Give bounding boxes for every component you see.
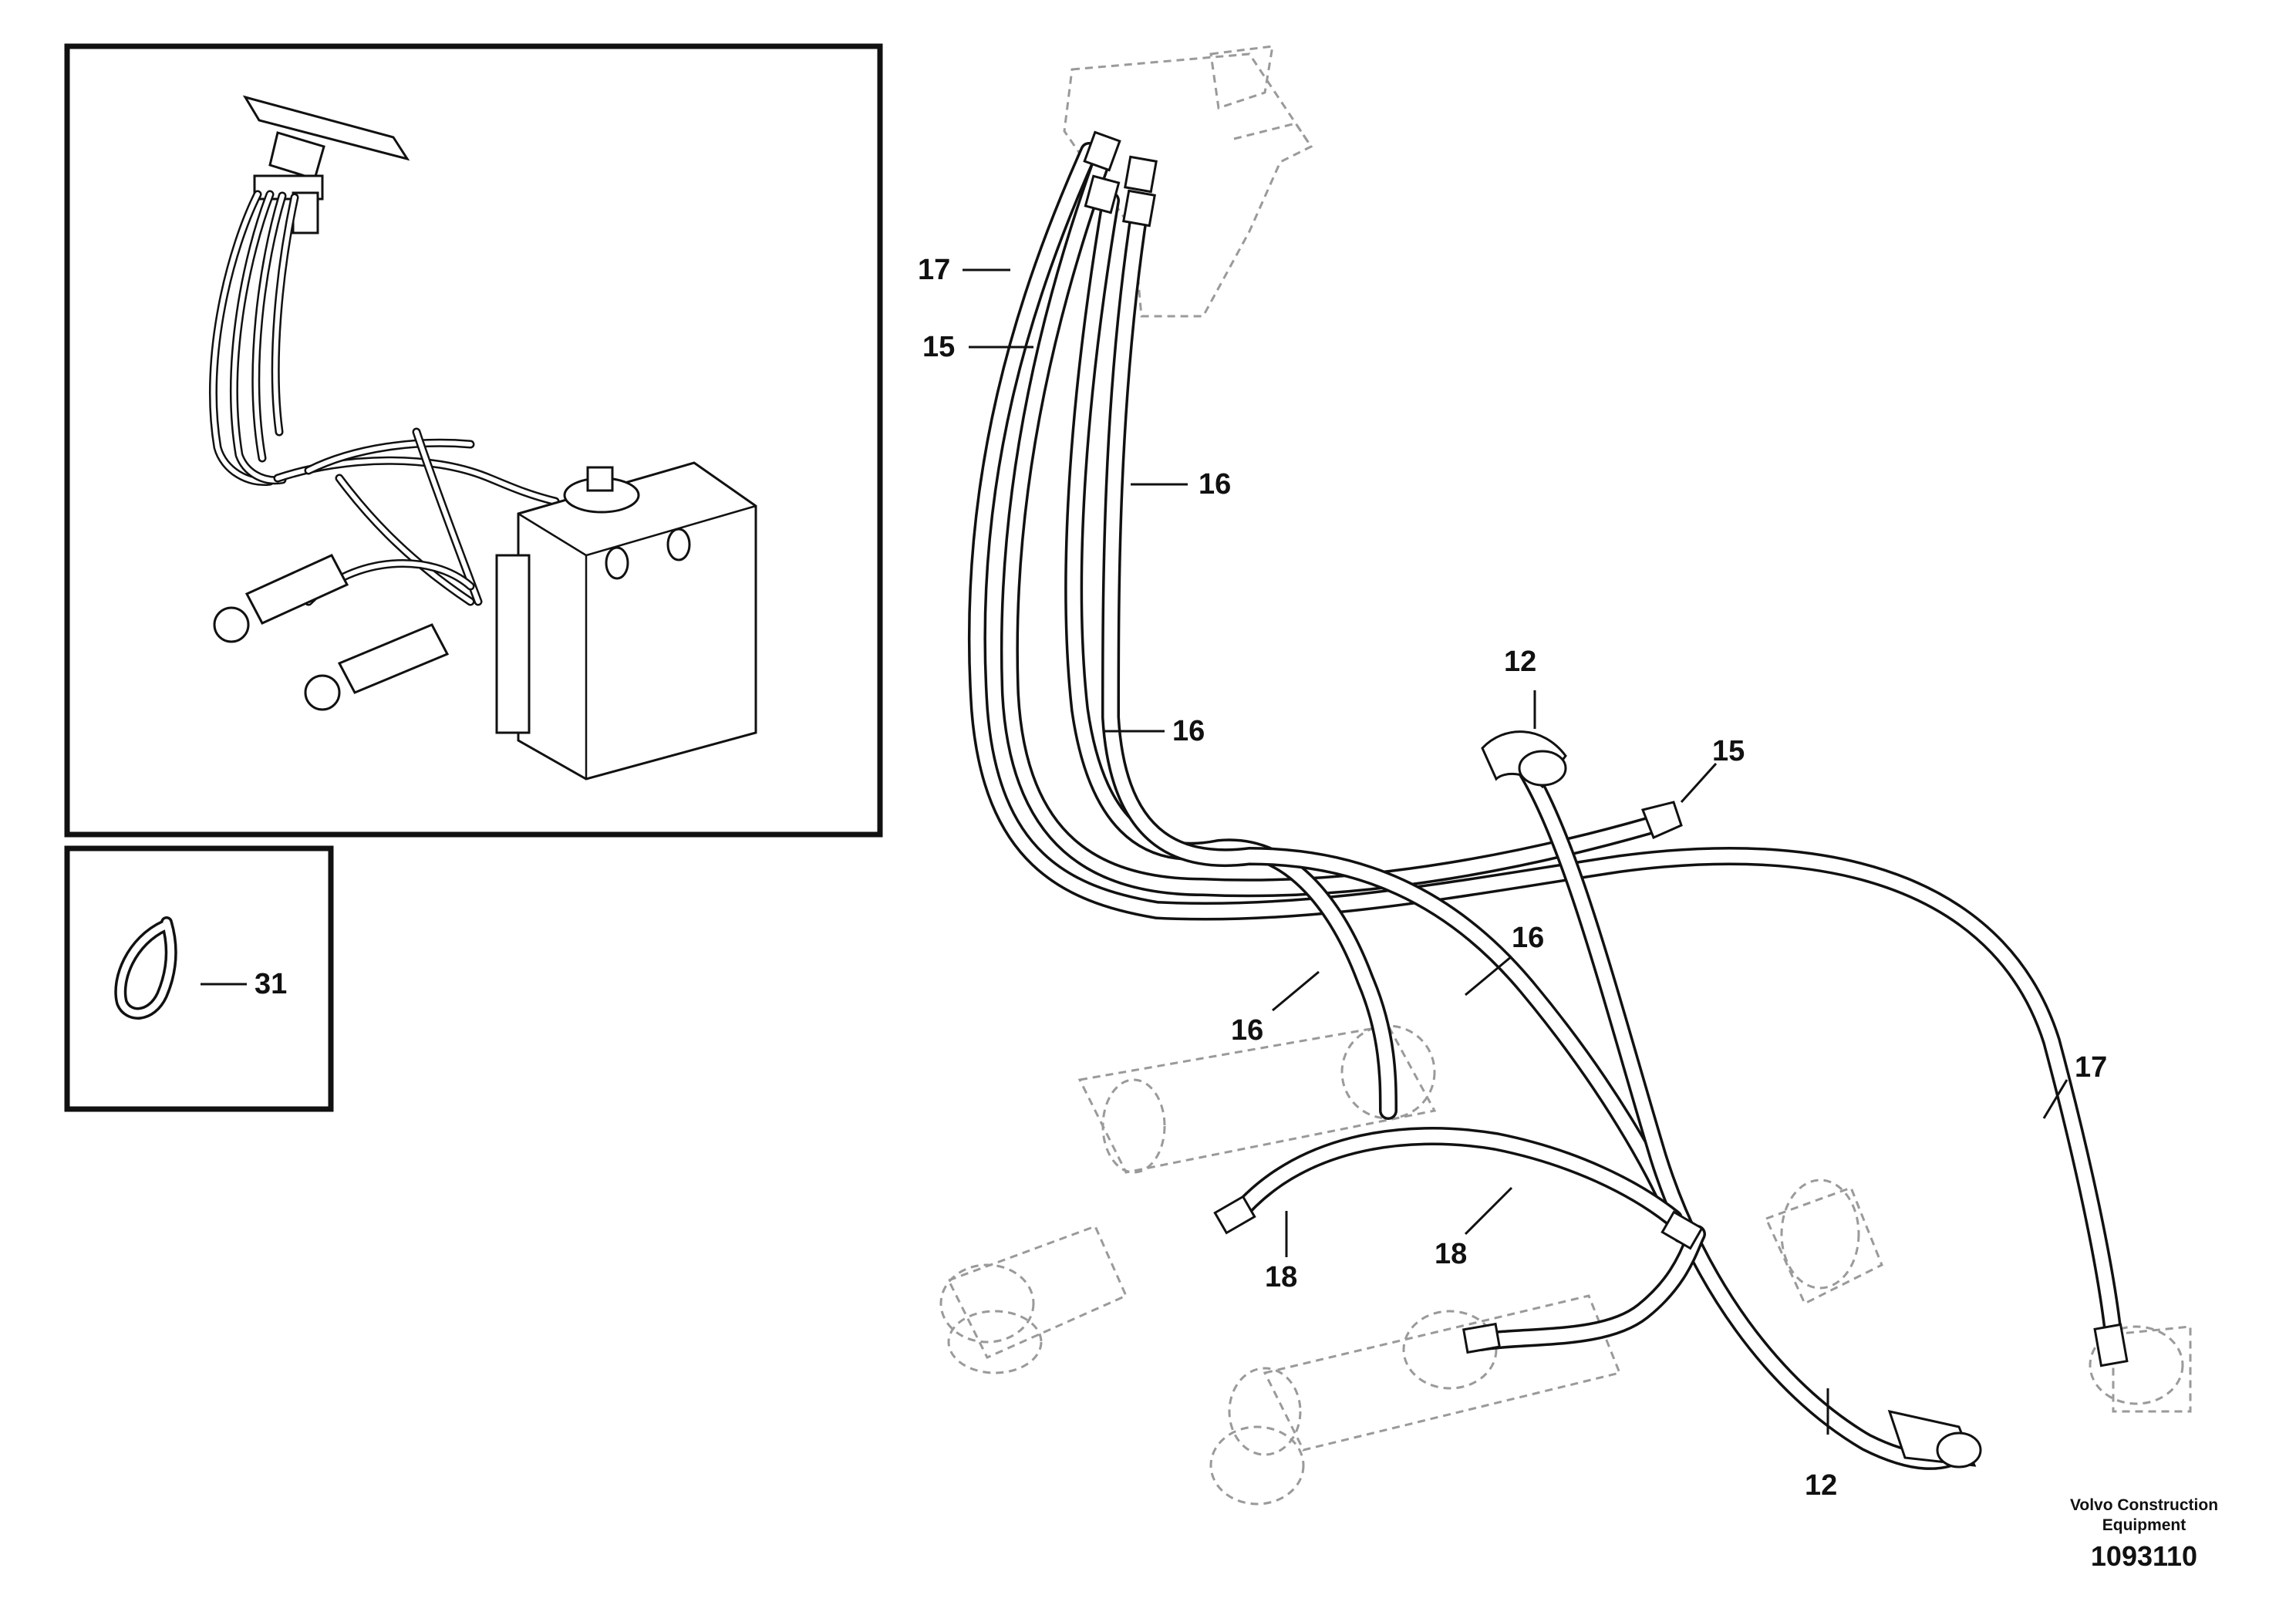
- inset-hoses: [209, 190, 560, 606]
- callout-16-right: 16: [1512, 922, 1544, 954]
- brand-line-2: Equipment: [2102, 1516, 2186, 1534]
- callout-15-right: 15: [1712, 735, 1745, 767]
- steering-wheel: [242, 95, 410, 234]
- callout-17-right: 17: [2075, 1051, 2107, 1084]
- brand-line-1: Volvo Construction: [2070, 1496, 2218, 1514]
- callout-18-left: 18: [1265, 1261, 1297, 1293]
- callout-16-left: 16: [1231, 1014, 1263, 1047]
- cable-tie-icon: [114, 916, 177, 1020]
- callout-12-bottom: 12: [1805, 1469, 1837, 1502]
- hose-fittings: [1083, 130, 2129, 1469]
- callout-31: 31: [255, 968, 287, 1000]
- callout-18-right: 18: [1435, 1238, 1467, 1270]
- callout-16-upper: 16: [1199, 468, 1231, 501]
- leader-lines: [201, 268, 2068, 1435]
- overview-inset: [64, 43, 883, 838]
- callout-labels: 17 15 16 16 12 15 16 16 17 18 18 12 31: [255, 254, 2107, 1502]
- document-number: 1093110: [2091, 1540, 2197, 1572]
- callout-12-top: 12: [1504, 646, 1536, 678]
- callout-17-top: 17: [918, 254, 950, 286]
- clamp-inset: [64, 845, 334, 1112]
- footer: Volvo Construction Equipment 1093110: [2070, 1496, 2218, 1572]
- callout-15-left: 15: [922, 331, 955, 363]
- inset-cylinders: [213, 554, 450, 711]
- hydraulic-tank: [495, 461, 757, 781]
- phantom-components: [939, 45, 2192, 1506]
- main-hoses: [967, 142, 2122, 1470]
- callout-16-middle: 16: [1172, 715, 1205, 747]
